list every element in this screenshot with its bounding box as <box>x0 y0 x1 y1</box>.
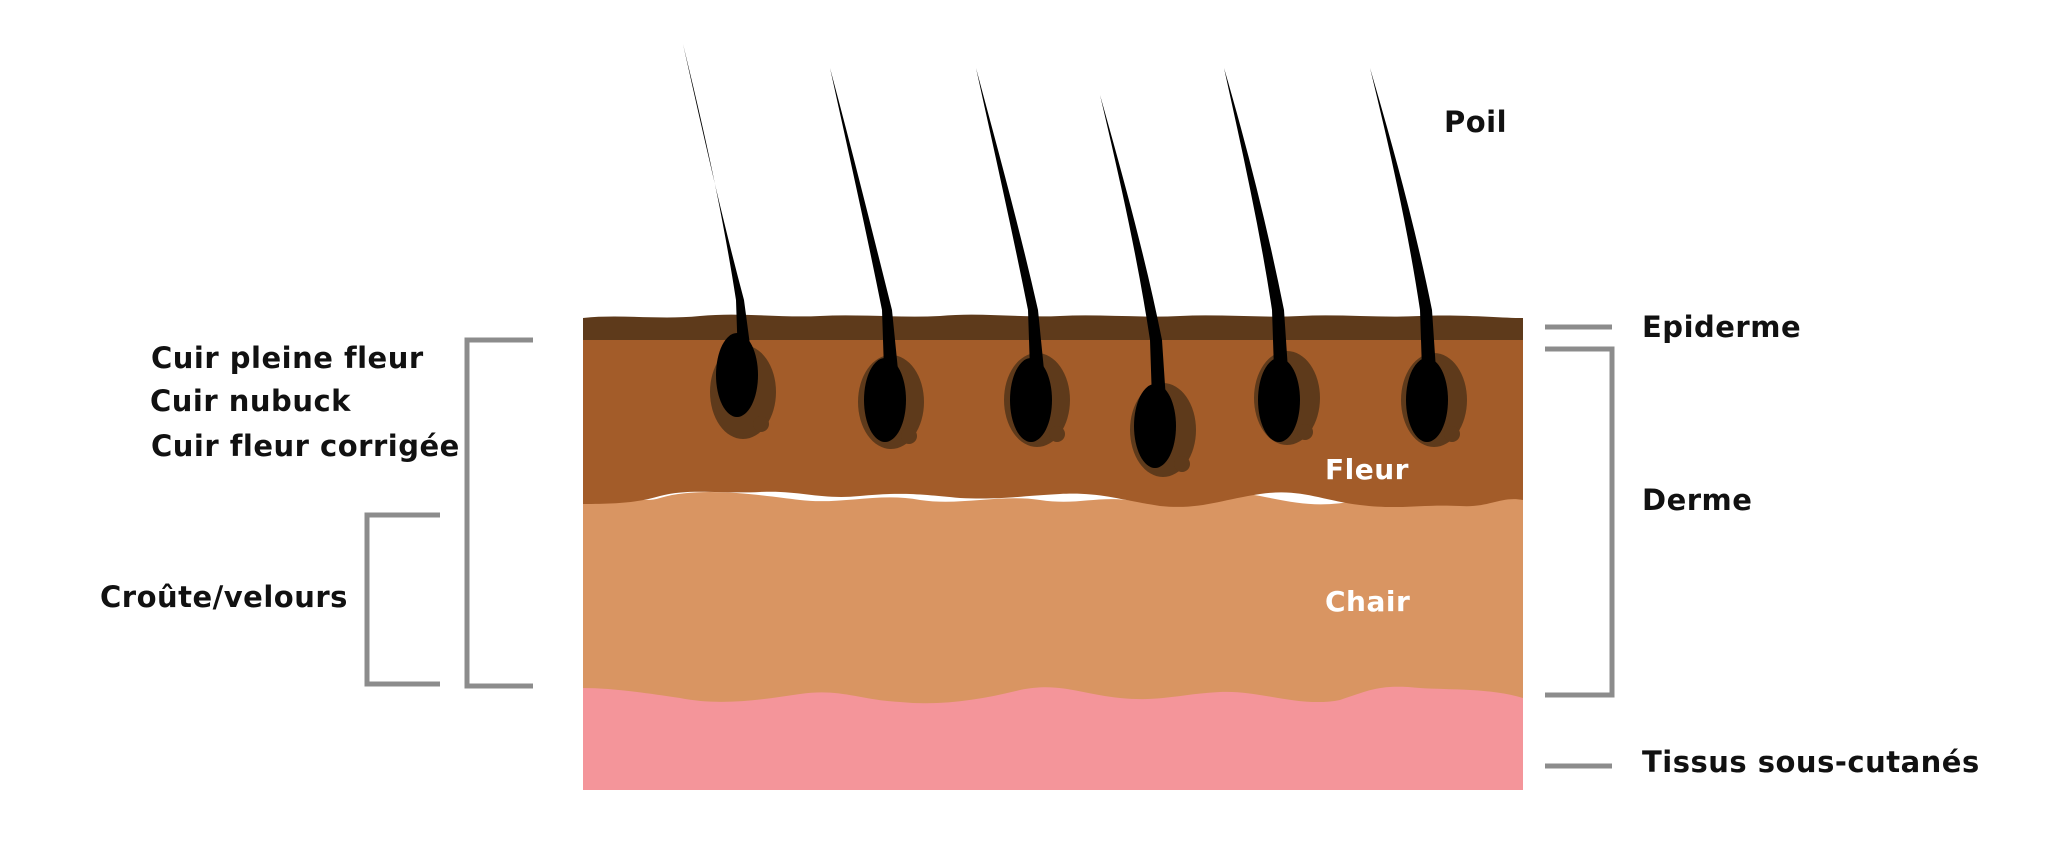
hair-follicle-2 <box>830 68 924 449</box>
hair-follicle-1 <box>683 44 776 439</box>
label-cuir-pleine-fleur: Cuir pleine fleur <box>151 341 424 375</box>
chair-layer <box>583 492 1523 704</box>
epidermis-layer <box>583 314 1523 340</box>
label-croute-velours: Croûte/velours <box>100 580 348 614</box>
label-epiderme: Epiderme <box>1642 310 1802 344</box>
hair-follicle-6 <box>1370 68 1467 447</box>
label-cuir-nubuck: Cuir nubuck <box>150 384 351 418</box>
bracket-derme <box>1545 346 1615 698</box>
hair-follicle-4 <box>1100 95 1196 477</box>
bracket-grain-leathers <box>464 337 533 689</box>
label-cuir-fleur-corrigee: Cuir fleur corrigée <box>151 429 460 463</box>
label-poil: Poil <box>1444 105 1508 139</box>
label-fleur: Fleur <box>1325 453 1409 486</box>
label-tissus-sous-cutanes: Tissus sous-cutanés <box>1642 745 1980 779</box>
hair-follicle-3 <box>976 68 1070 447</box>
bracket-croute-velours <box>364 512 440 687</box>
label-chair: Chair <box>1325 585 1411 618</box>
hair-follicle-5 <box>1224 68 1320 445</box>
label-derme: Derme <box>1642 483 1753 517</box>
